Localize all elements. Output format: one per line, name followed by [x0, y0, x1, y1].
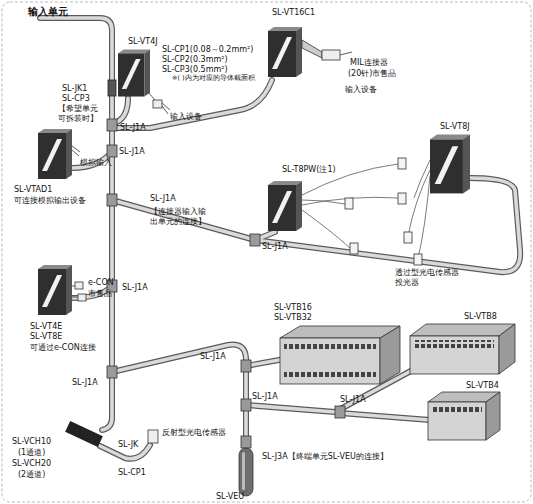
part-label: SL-VT8E	[30, 332, 62, 342]
cable-outline	[40, 18, 520, 459]
part-label: SL-J1A	[150, 194, 176, 204]
part-label: 透过型光电传感器 投光器	[395, 268, 461, 287]
part-label: SL-J1A	[200, 352, 226, 362]
analog-wire	[72, 146, 80, 156]
part-label: 输入设备	[170, 112, 202, 122]
jk1-connector	[108, 80, 116, 96]
part-label: SL-CP1(0.08～0.2mm²)	[162, 45, 253, 55]
diagram-title: 输入单元	[28, 5, 68, 19]
part-label: SL-J1A	[72, 378, 98, 388]
veu-terminal	[239, 448, 253, 496]
reflective-sensor	[148, 430, 158, 443]
part-label: SL-VTB16	[274, 303, 312, 313]
part-label: SL-J1A	[120, 123, 146, 133]
part-label: 【希望单元 可拆装时】	[58, 104, 102, 123]
junction-units	[107, 119, 345, 448]
vt4j-unit	[118, 49, 150, 96]
part-label: 反射型光电传感器	[162, 428, 226, 438]
part-label: SL-VTB32	[274, 313, 312, 323]
part-label: SL-VT4J	[128, 37, 158, 47]
sensor-wires	[302, 160, 430, 258]
part-label: SL-J1A	[122, 283, 148, 293]
part-label: SL-CP3	[62, 94, 90, 104]
part-label: (20针)市售品	[348, 69, 396, 79]
vtb8-terminal-block	[410, 324, 515, 374]
thru-beam-sensors	[345, 158, 422, 265]
vt8j-unit	[430, 135, 470, 194]
vtb16-terminal-block	[280, 326, 400, 384]
part-label: MIL连接器	[350, 58, 388, 68]
part-label: ※( )内为对应的导体截面积	[172, 75, 255, 83]
part-label: SL-VT4E	[30, 322, 62, 332]
part-label: (2通道)	[18, 470, 45, 480]
part-label: 市售品	[88, 289, 112, 299]
part-label: SL-VEU	[216, 492, 244, 502]
part-label: SL-JK	[118, 440, 138, 450]
part-label: SL-VCH20	[12, 459, 51, 469]
vch-connector	[65, 421, 103, 447]
cable-core	[40, 18, 520, 459]
part-label: 可连接模拟输出设备	[14, 196, 86, 206]
part-label: SL-VT16C1	[272, 8, 315, 18]
t8pw-unit	[268, 181, 302, 231]
part-label: 【连接器输入输出单元的连接】	[150, 207, 207, 226]
part-label: SL-CP1	[118, 468, 146, 478]
part-label: SL-J1A	[340, 395, 366, 405]
part-label: SL-T8PW(注1)	[282, 165, 336, 175]
part-label: SL-J1A	[252, 392, 278, 402]
input-plug	[148, 92, 170, 114]
part-label: 输入设备	[345, 85, 377, 95]
vt16c1-unit	[268, 27, 302, 77]
vt4e-unit	[38, 265, 72, 315]
part-label: SL-VCH10	[12, 437, 51, 447]
part-label: SL-CP2(0.3mm²)	[162, 55, 228, 65]
part-label: (1通道)	[18, 448, 45, 458]
part-label: 可通过e-CON连接	[30, 343, 96, 353]
part-label: 模拟输入	[80, 158, 112, 168]
mil-connector	[302, 40, 352, 60]
part-label: SL-J3A【终端单元SL-VEU的连接】	[262, 452, 388, 462]
econ-plugs	[72, 282, 86, 301]
part-label: SL-J1A	[119, 147, 145, 157]
part-label: SL-VTB4	[466, 381, 499, 391]
vtad1-unit	[38, 129, 72, 179]
part-label: e-CON	[88, 278, 114, 288]
veu-highlight	[242, 452, 245, 490]
part-label: SL-JK1	[62, 84, 87, 94]
part-label: SL-VTAD1	[14, 185, 52, 195]
vtb4-terminal-block	[428, 392, 500, 440]
part-label: SL-VT8J	[440, 122, 470, 132]
part-label: SL-VTB8	[464, 312, 497, 322]
part-label: SL-CP3(0.5mm²)	[162, 65, 228, 75]
part-label: SL-J1A	[262, 242, 288, 252]
